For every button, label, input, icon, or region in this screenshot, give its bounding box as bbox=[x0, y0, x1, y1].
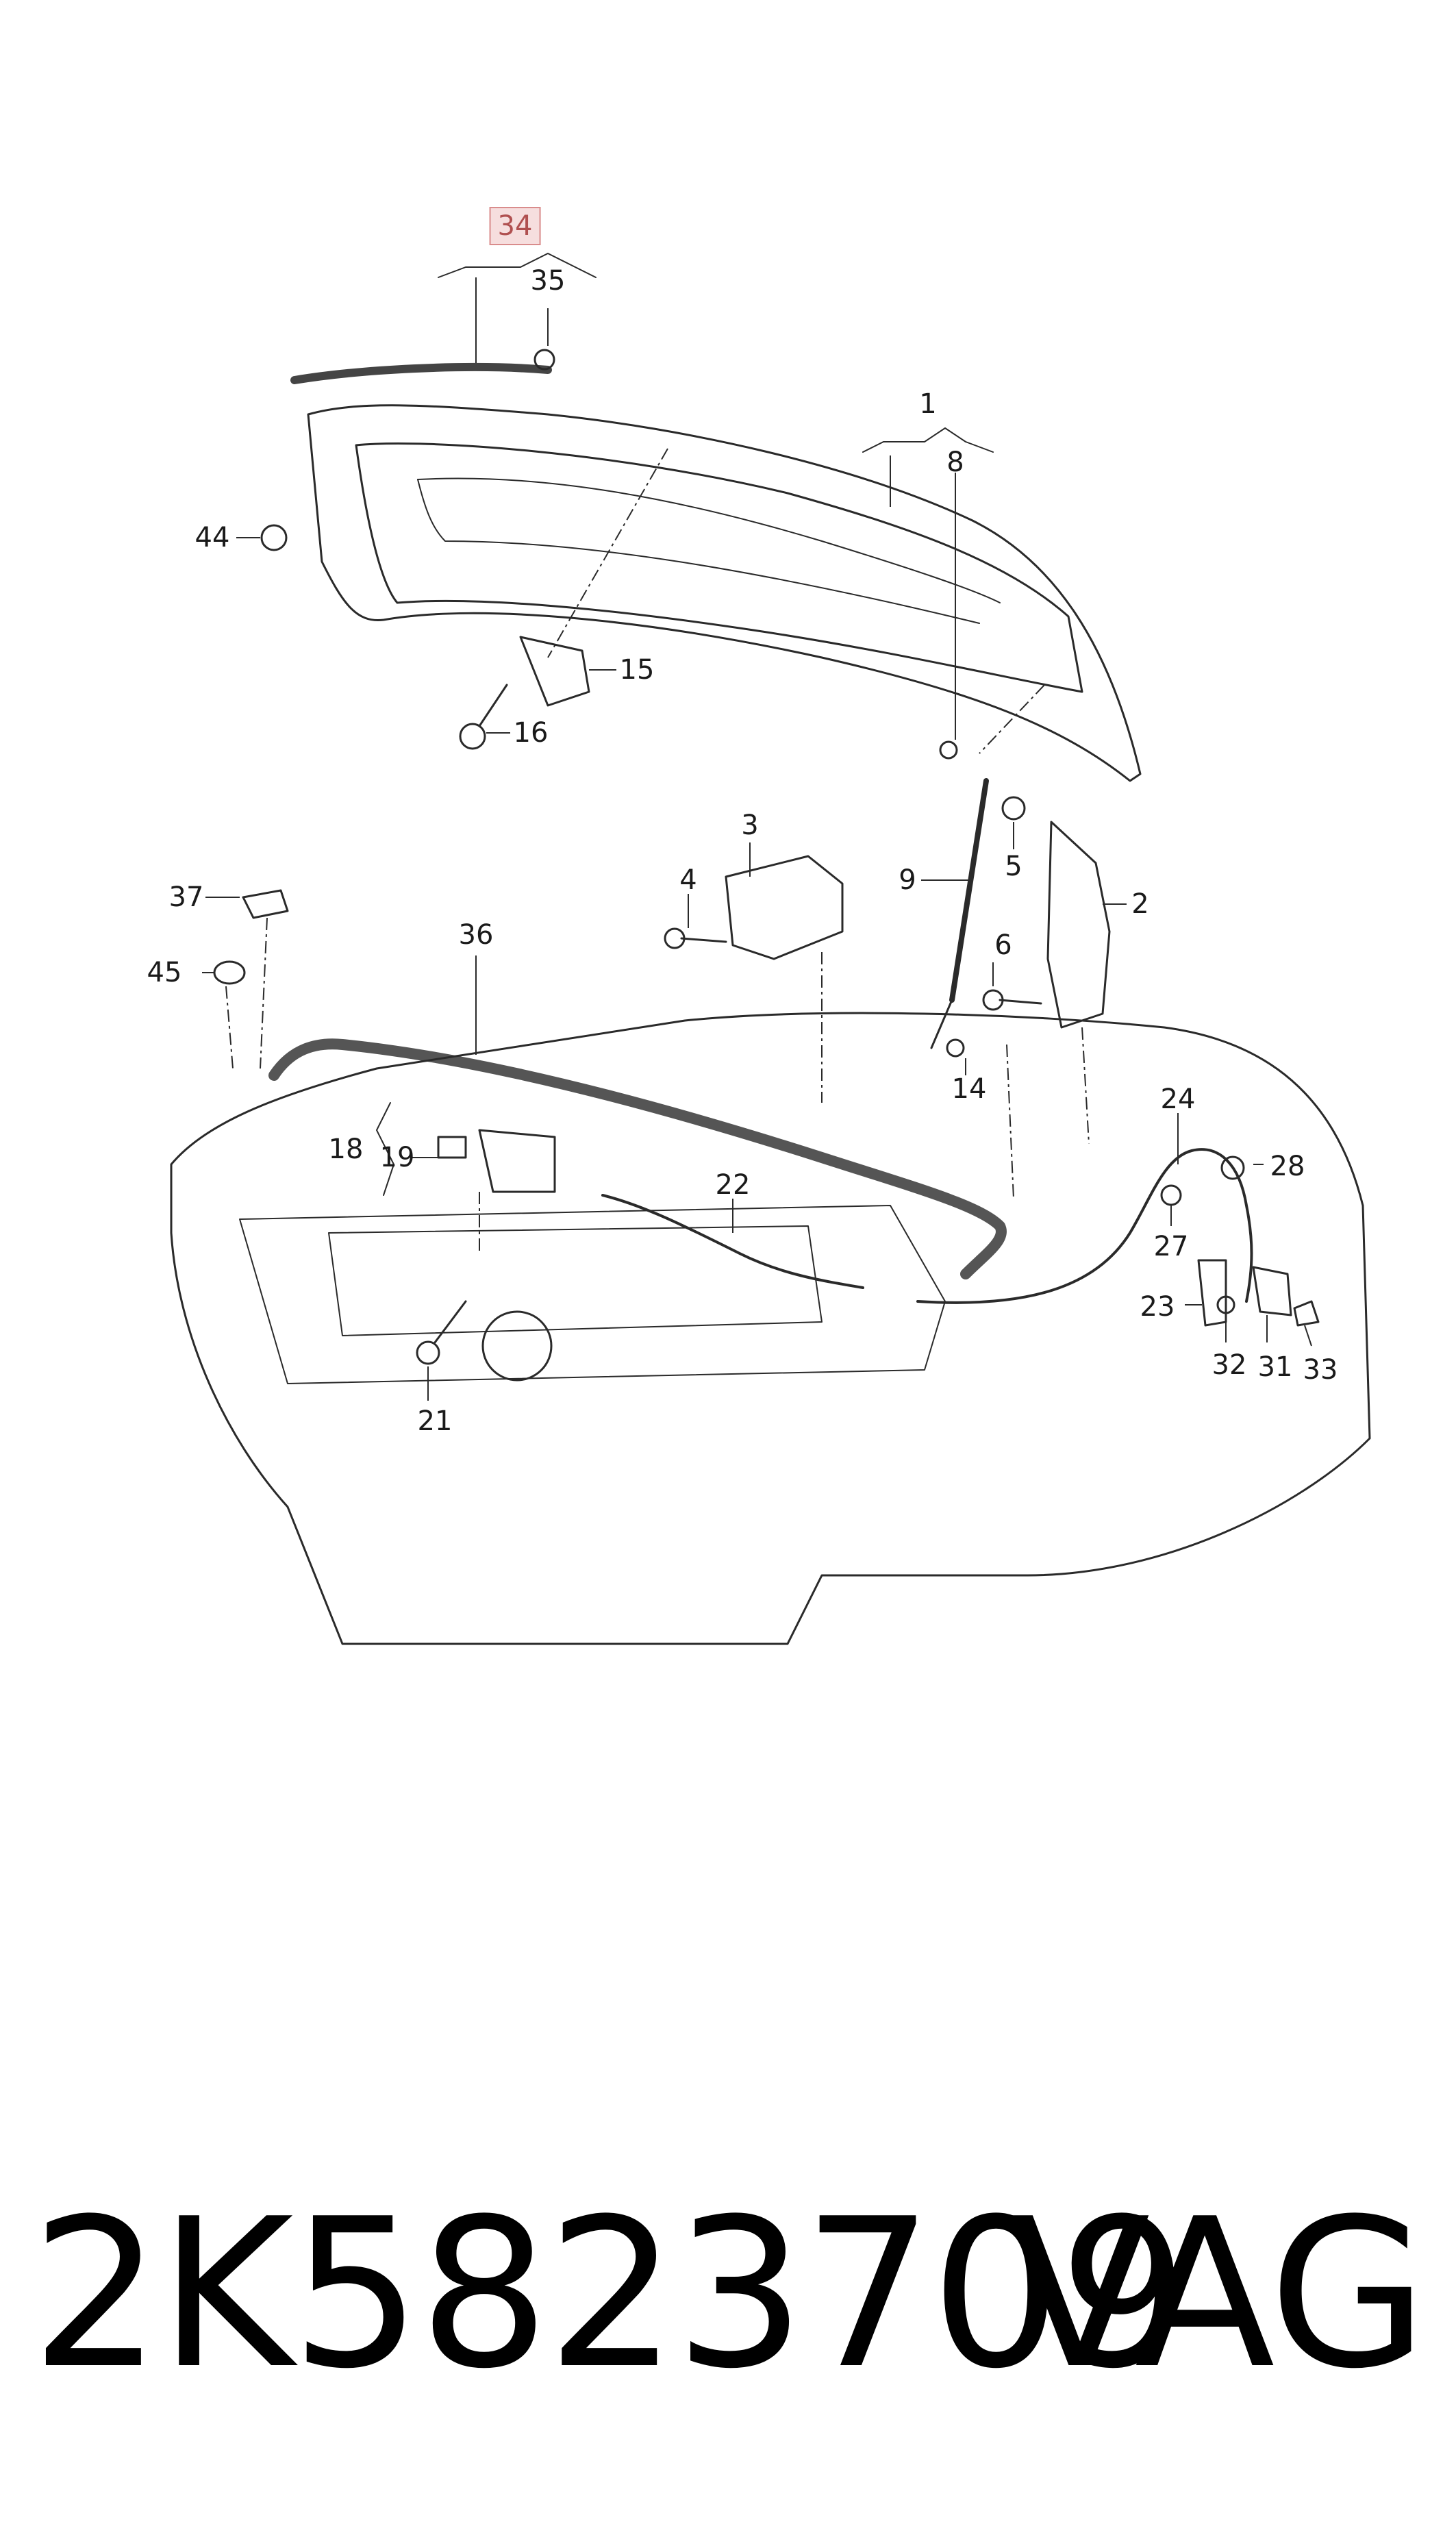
callout-44: 44 bbox=[194, 522, 230, 553]
callout-37: 37 bbox=[168, 882, 204, 913]
nut-5 bbox=[1001, 796, 1026, 821]
callout-22: 22 bbox=[715, 1169, 751, 1201]
clip-27 bbox=[1160, 1184, 1182, 1206]
callout-6: 6 bbox=[994, 929, 1012, 961]
callout-5: 5 bbox=[1005, 851, 1022, 882]
footer: 2K5823709 VAG bbox=[0, 2192, 1456, 2397]
brand-name: VAG bbox=[1009, 2175, 1428, 2414]
callout-23: 23 bbox=[1140, 1291, 1175, 1323]
exploded-parts-diagram: 34 35 1 8 44 15 16 3 4 9 5 2 6 37 36 45 … bbox=[147, 207, 1371, 1645]
part-number: 2K5823709 bbox=[31, 2175, 1190, 2414]
screw-16 bbox=[459, 723, 486, 750]
cable-22 bbox=[601, 1194, 864, 1289]
connector-19 bbox=[437, 1136, 467, 1159]
hood-inner bbox=[355, 442, 1083, 693]
lever-23 bbox=[1197, 1259, 1227, 1327]
lock-18 bbox=[478, 1129, 556, 1193]
callout-18: 18 bbox=[328, 1134, 364, 1165]
plug-45 bbox=[213, 960, 246, 985]
callout-1: 1 bbox=[919, 388, 937, 420]
seal-36 bbox=[268, 1038, 1007, 1279]
buffer-44 bbox=[260, 524, 288, 551]
callout-28: 28 bbox=[1270, 1151, 1305, 1182]
callout-33: 33 bbox=[1303, 1354, 1338, 1386]
callout-21: 21 bbox=[417, 1405, 453, 1437]
callout-15: 15 bbox=[619, 654, 655, 686]
callout-4: 4 bbox=[679, 864, 697, 896]
callout-16: 16 bbox=[513, 717, 549, 749]
bolt-8 bbox=[939, 740, 958, 760]
clip-37 bbox=[242, 889, 289, 919]
callout-3: 3 bbox=[741, 810, 759, 841]
hood-outline bbox=[307, 404, 1142, 782]
callout-24: 24 bbox=[1160, 1084, 1196, 1115]
hood-inner-3 bbox=[417, 479, 980, 624]
clip-35 bbox=[534, 349, 555, 371]
hood-seal-34 bbox=[290, 362, 552, 384]
screw-14 bbox=[946, 1038, 965, 1058]
callout-36: 36 bbox=[458, 919, 494, 951]
diagram-drawing bbox=[170, 253, 1371, 1645]
callout-19: 19 bbox=[379, 1142, 415, 1173]
grommet-28 bbox=[1220, 1155, 1245, 1180]
callout-27: 27 bbox=[1153, 1231, 1189, 1262]
bracket-34-35 bbox=[438, 253, 597, 278]
clip-33 bbox=[1293, 1300, 1320, 1327]
cable-24 bbox=[916, 1148, 1253, 1304]
bracket-18 bbox=[376, 1102, 394, 1196]
front-end bbox=[170, 1012, 1371, 1645]
callout-45: 45 bbox=[147, 957, 182, 988]
callout-8: 8 bbox=[946, 447, 964, 478]
bracket-1 bbox=[862, 427, 994, 453]
gas-strut-9 bbox=[949, 778, 989, 1003]
callout-35: 35 bbox=[530, 265, 566, 297]
catch-15 bbox=[519, 636, 590, 707]
bracket-3 bbox=[725, 855, 844, 960]
hood-inner-2 bbox=[417, 477, 1001, 603]
bracket-31 bbox=[1252, 1266, 1292, 1316]
hinge-2 bbox=[1046, 821, 1111, 1029]
grille bbox=[328, 1225, 823, 1336]
lock-carrier bbox=[239, 1205, 946, 1384]
screw-32 bbox=[1216, 1295, 1235, 1314]
screw-21 bbox=[416, 1340, 440, 1365]
callout-14: 14 bbox=[951, 1073, 987, 1105]
callout-31: 31 bbox=[1257, 1351, 1293, 1383]
gas-strut-9-rod bbox=[930, 999, 953, 1049]
emblem bbox=[481, 1310, 553, 1382]
callout-9: 9 bbox=[899, 864, 916, 896]
callout-34: 34 bbox=[489, 207, 541, 245]
callout-2: 2 bbox=[1131, 888, 1149, 920]
callout-32: 32 bbox=[1212, 1349, 1247, 1381]
